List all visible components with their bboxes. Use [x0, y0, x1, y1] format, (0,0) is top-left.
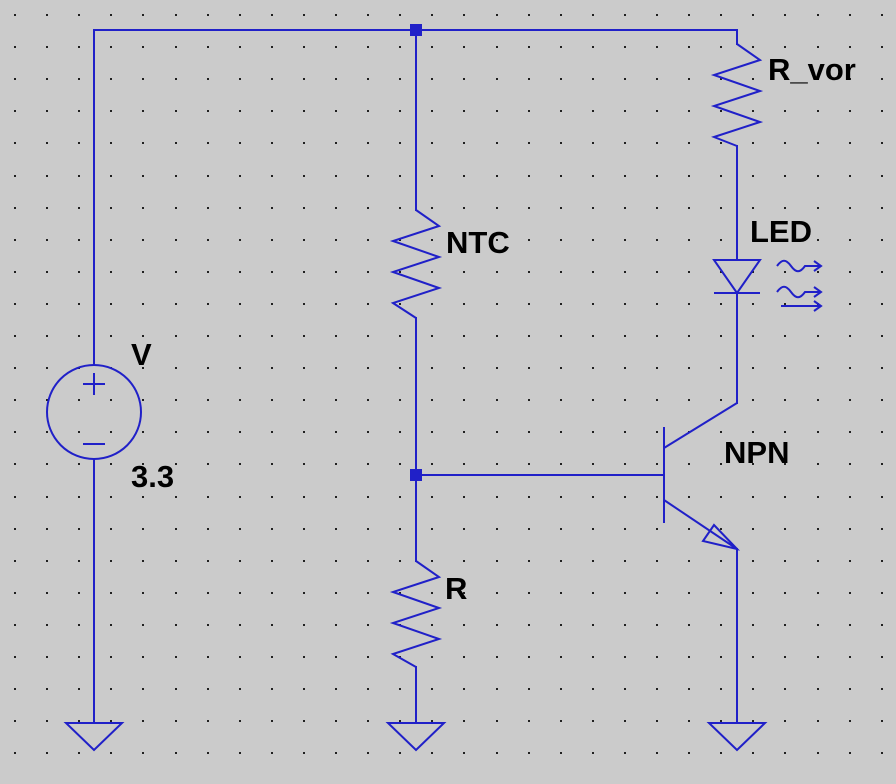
source-name-label: V — [131, 337, 152, 372]
ground-triangle-icon — [385, 722, 447, 752]
junction-dot-top — [410, 24, 422, 36]
voltage-source[interactable] — [46, 364, 142, 460]
junction-dot-middle — [410, 469, 422, 481]
grid-dots — [14, 14, 883, 754]
resistor-zigzag-icon — [389, 560, 443, 668]
ground-triangle-icon — [63, 722, 125, 752]
npn-transistor-icon — [663, 402, 741, 551]
source-value-label: 3.3 — [131, 459, 174, 494]
r-vor-label: R_vor — [768, 52, 856, 87]
led-label: LED — [750, 214, 812, 249]
r-vor-resistor[interactable] — [710, 43, 764, 147]
led-diode-icon — [712, 259, 762, 295]
ground-symbol-right[interactable] — [706, 722, 768, 752]
light-emission-icon — [776, 259, 823, 312]
ground-symbol-left[interactable] — [63, 722, 125, 752]
npn-transistor[interactable] — [663, 402, 741, 551]
ground-symbol-middle[interactable] — [385, 722, 447, 752]
ntc-resistor[interactable] — [389, 209, 443, 319]
resistor-zigzag-icon — [389, 209, 443, 319]
ground-triangle-icon — [706, 722, 768, 752]
resistor-zigzag-icon — [710, 43, 764, 147]
r-resistor[interactable] — [389, 560, 443, 668]
led[interactable] — [712, 259, 823, 312]
r-label: R — [445, 571, 467, 606]
ntc-label: NTC — [446, 225, 510, 260]
npn-label: NPN — [724, 435, 789, 470]
